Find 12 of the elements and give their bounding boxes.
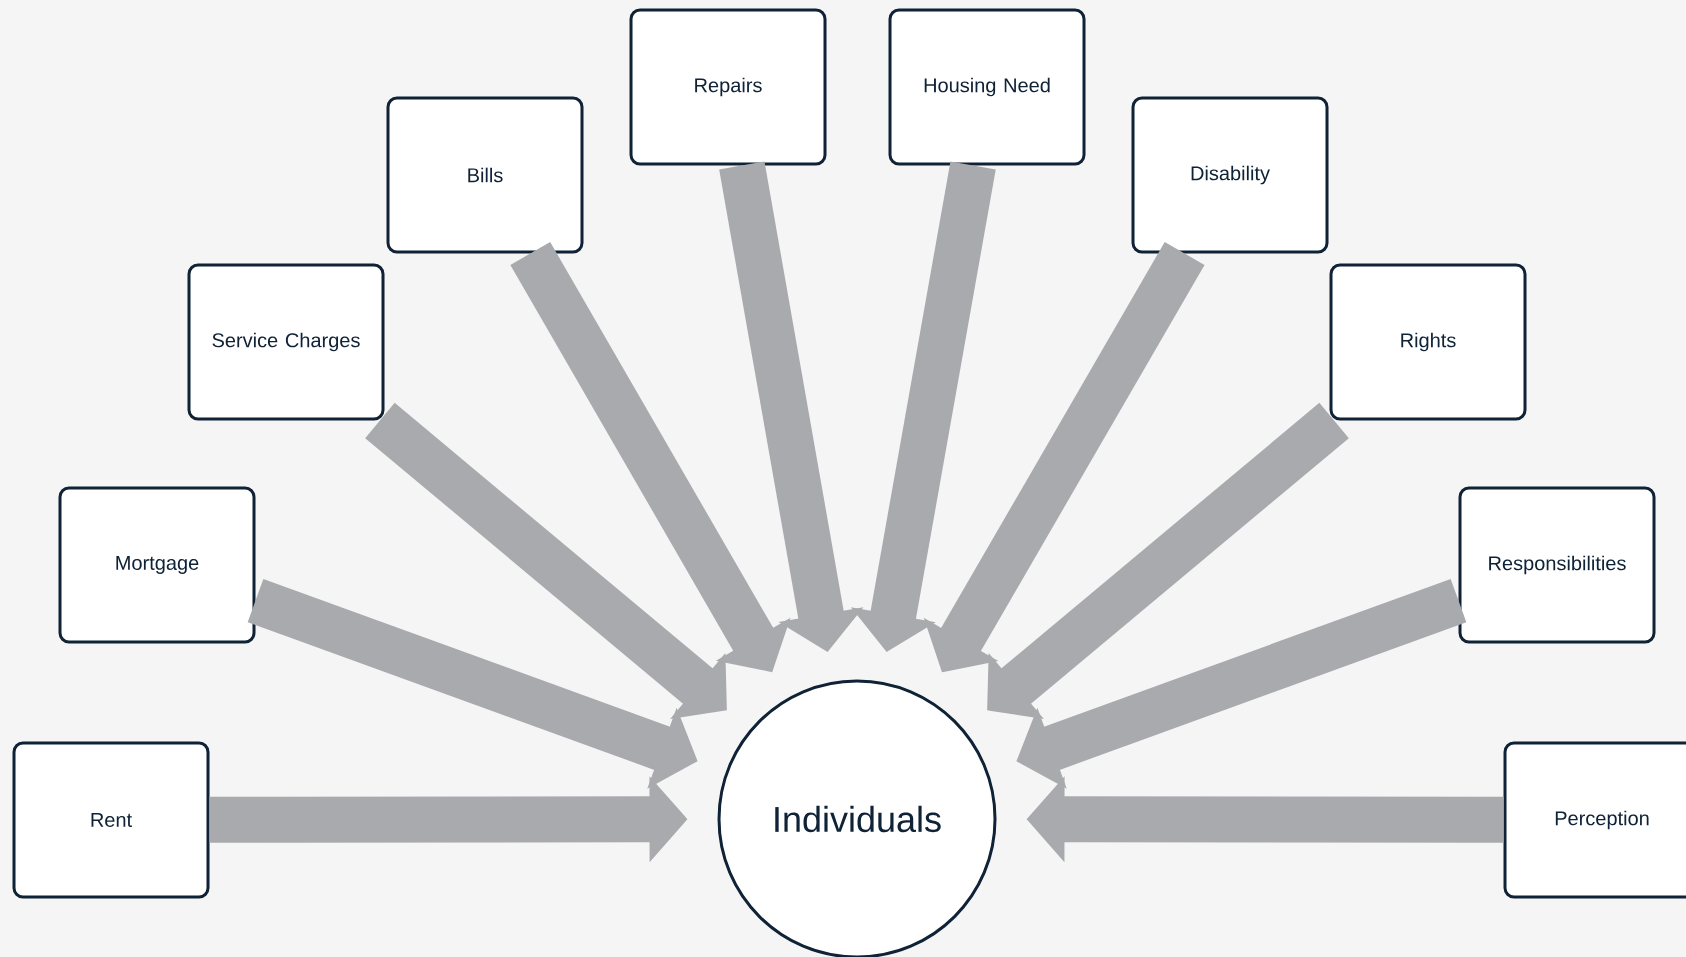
- label-box: Mortgage: [58, 486, 256, 644]
- label-box: Repairs: [629, 8, 827, 166]
- label-box: Housing Need: [888, 8, 1086, 166]
- label-box: Rent: [12, 741, 210, 899]
- label-box: Perception: [1503, 741, 1686, 899]
- label-box: Rights: [1329, 263, 1527, 421]
- circle-node: Individuals: [717, 679, 997, 957]
- label-box: Disability: [1131, 96, 1329, 254]
- block-arrow: [987, 402, 1349, 720]
- label-box: Service Charges: [187, 263, 385, 421]
- label-box: Responsibilities: [1458, 486, 1656, 644]
- label-box: Bills: [386, 96, 584, 254]
